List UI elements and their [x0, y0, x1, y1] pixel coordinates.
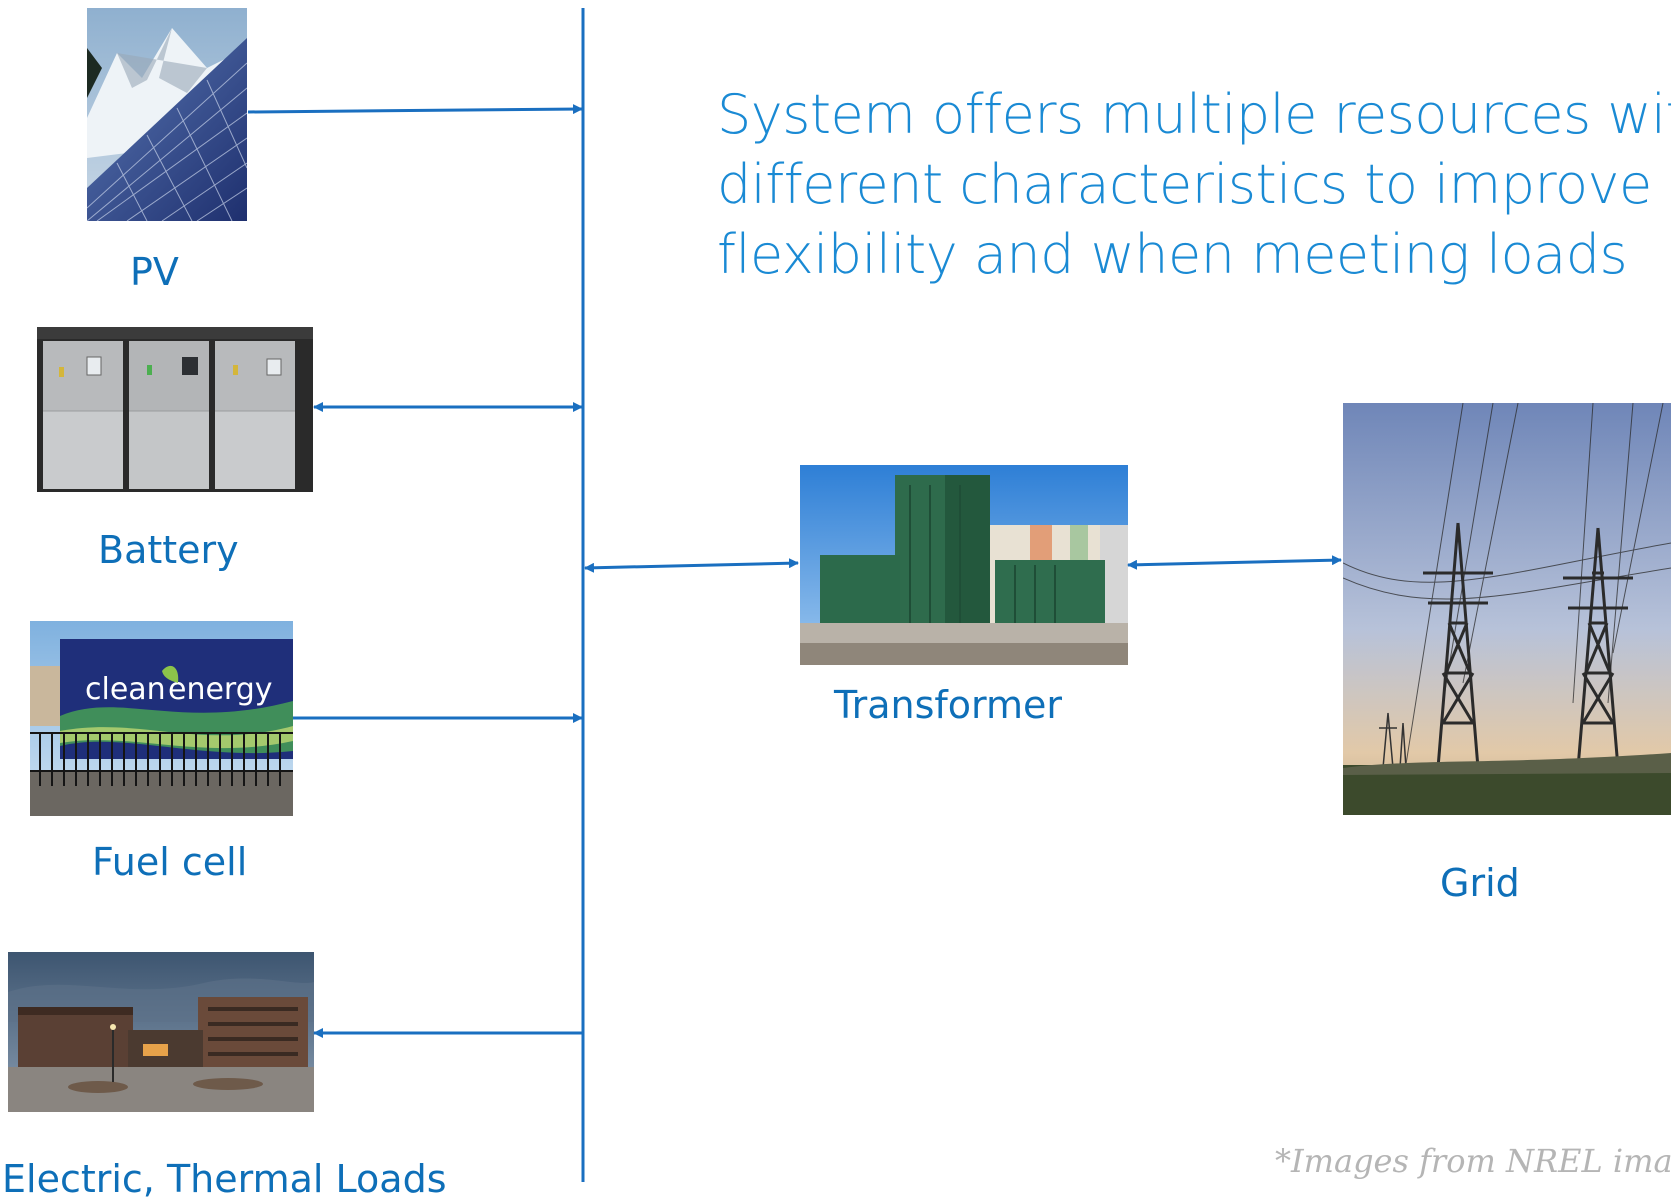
image-credit: *Images from NREL image: [1275, 1142, 1671, 1180]
loads-label: Electric, Thermal Loads: [2, 1157, 447, 1201]
transformer-label: Transformer: [834, 683, 1063, 727]
fuel-cell-sign-word-2: energy: [168, 672, 273, 707]
headline-line-2: different characteristics to improve: [717, 153, 1652, 216]
battery-label: Battery: [98, 528, 239, 572]
headline-line-3: flexibility and when meeting loads: [717, 223, 1628, 286]
bus-transformer-arrow: [584, 558, 799, 573]
grid-label: Grid: [1440, 861, 1520, 905]
transformer-grid-arrow: [1127, 555, 1342, 570]
fuel-cell-label: Fuel cell: [92, 840, 248, 884]
pv-photo: [87, 8, 247, 221]
loads-photo: [8, 952, 314, 1117]
grid-photo: [1343, 403, 1671, 815]
transformer-photo: [800, 465, 1128, 665]
headline-line-1: System offers multiple resources with: [717, 83, 1671, 146]
battery-photo: [37, 327, 313, 492]
fuel-cell-sign-word-1: clean: [85, 672, 166, 707]
pv-arrow: [247, 104, 583, 115]
headline: System offers multiple resources with di…: [717, 80, 1671, 290]
pv-label: PV: [130, 250, 179, 294]
fuel-cell-photo: clean energy: [30, 621, 293, 816]
